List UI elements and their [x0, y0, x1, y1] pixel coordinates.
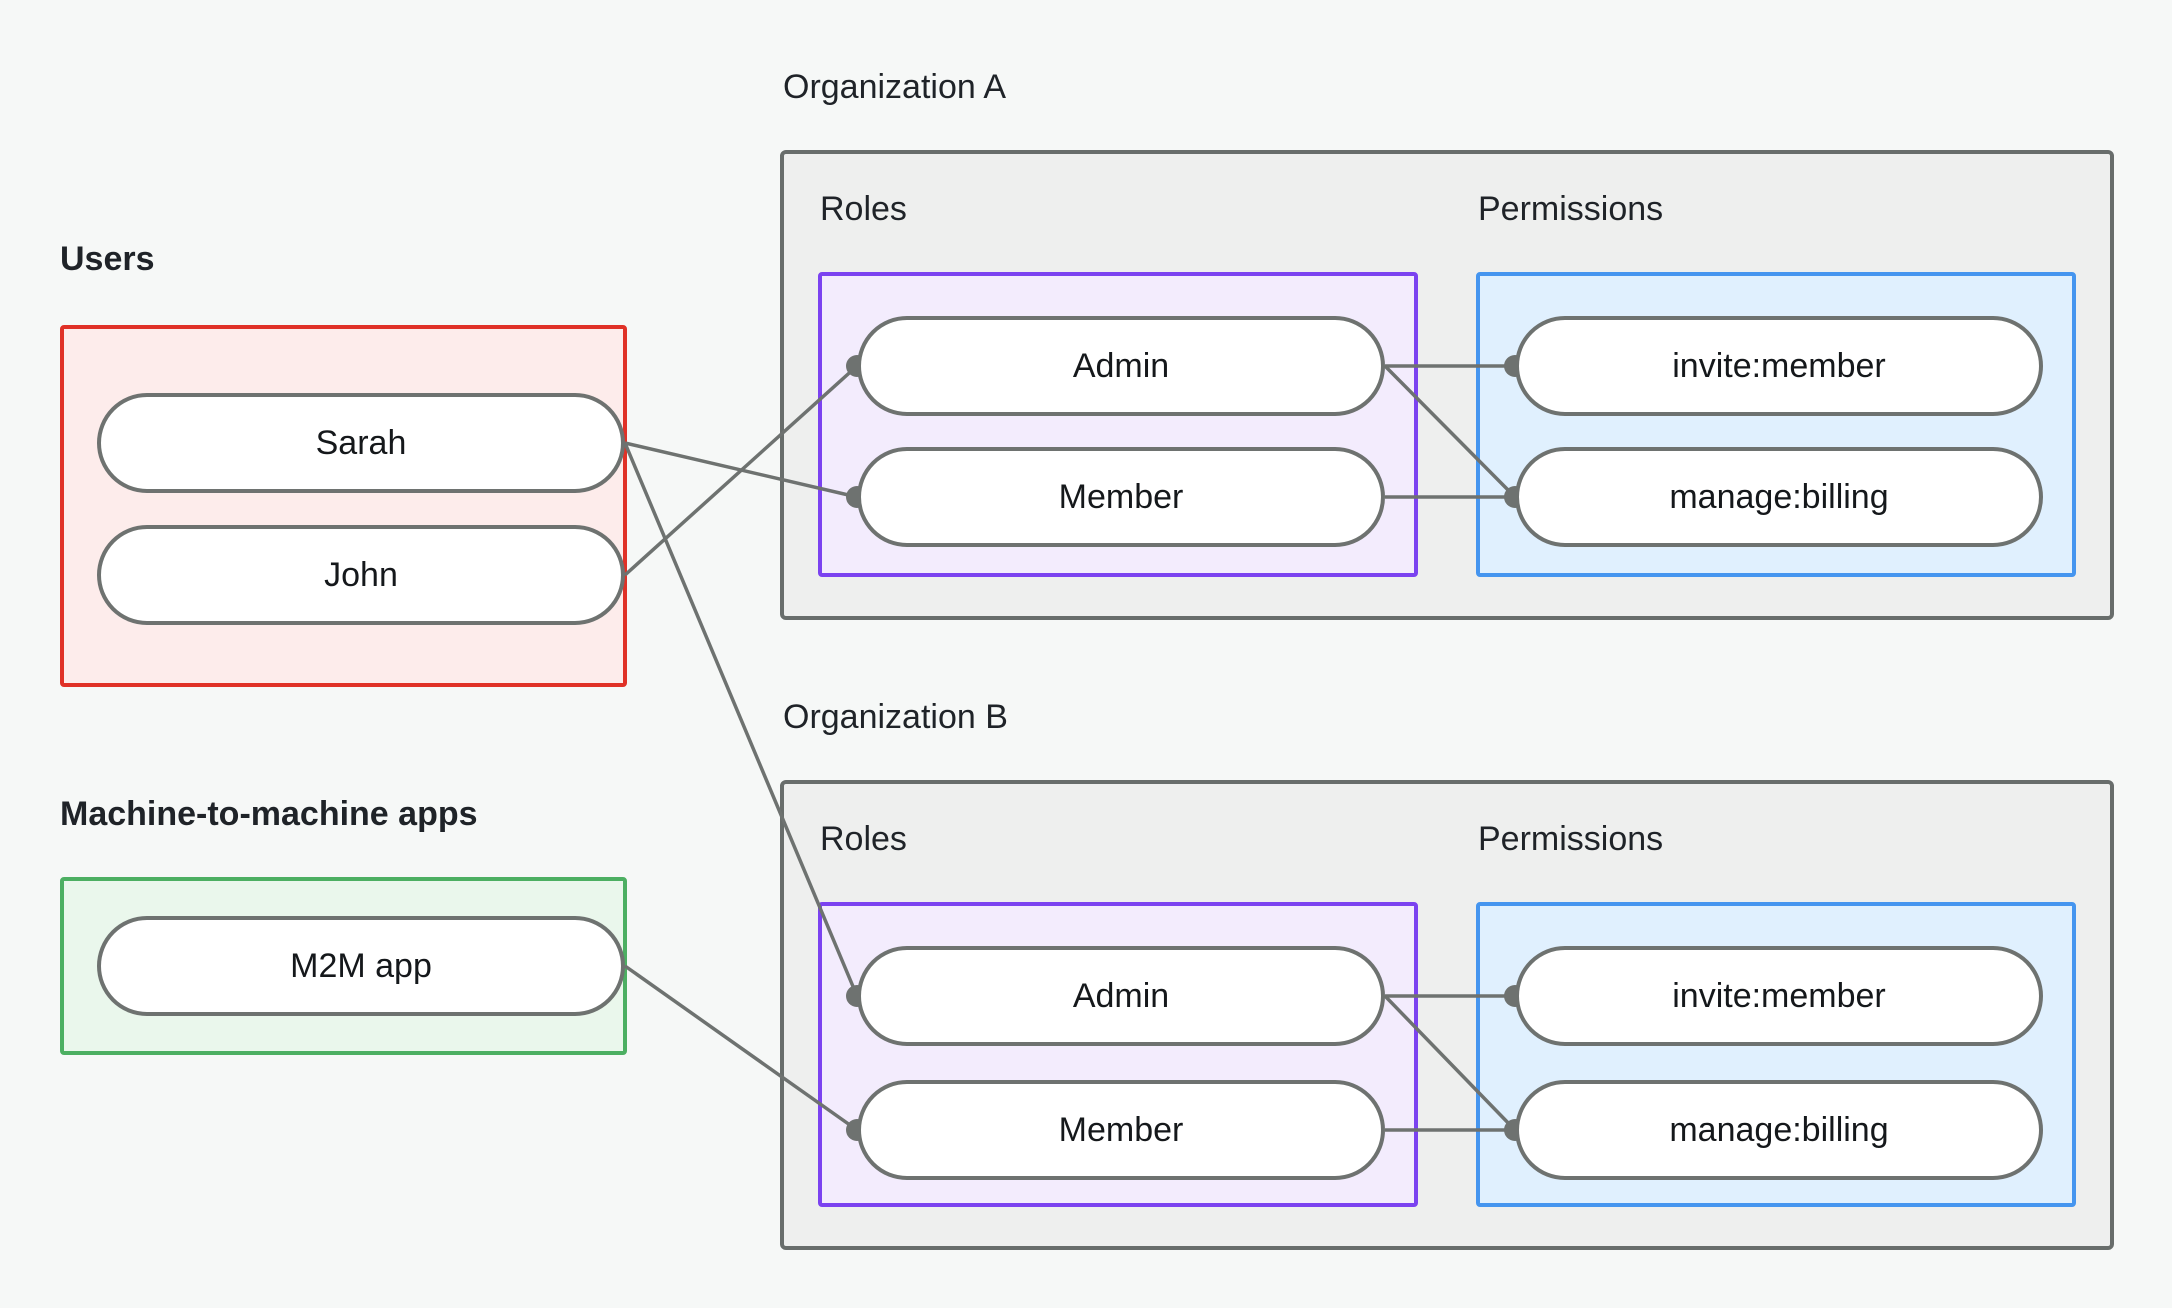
- user-node-john[interactable]: John: [97, 525, 625, 625]
- permission-node-org-a-manage-billing[interactable]: manage:billing: [1515, 447, 2043, 547]
- users-group-box: [60, 325, 627, 687]
- organization-a-permissions-label: Permissions: [1478, 190, 1664, 228]
- organization-b-roles-label: Roles: [820, 820, 907, 858]
- role-node-org-a-admin[interactable]: Admin: [857, 316, 1385, 416]
- permission-node-org-b-manage-billing[interactable]: manage:billing: [1515, 1080, 2043, 1180]
- organization-a-roles-label: Roles: [820, 190, 907, 228]
- m2m-node-app[interactable]: M2M app: [97, 916, 625, 1016]
- m2m-group-label: Machine-to-machine apps: [60, 795, 478, 833]
- organization-b-label: Organization B: [783, 698, 1008, 736]
- permission-node-org-a-invite-member[interactable]: invite:member: [1515, 316, 2043, 416]
- users-group-label: Users: [60, 240, 155, 278]
- role-node-org-a-member[interactable]: Member: [857, 447, 1385, 547]
- role-node-org-b-admin[interactable]: Admin: [857, 946, 1385, 1046]
- organization-b-permissions-label: Permissions: [1478, 820, 1664, 858]
- organization-a-label: Organization A: [783, 68, 1007, 106]
- user-node-sarah[interactable]: Sarah: [97, 393, 625, 493]
- role-node-org-b-member[interactable]: Member: [857, 1080, 1385, 1180]
- permission-node-org-b-invite-member[interactable]: invite:member: [1515, 946, 2043, 1046]
